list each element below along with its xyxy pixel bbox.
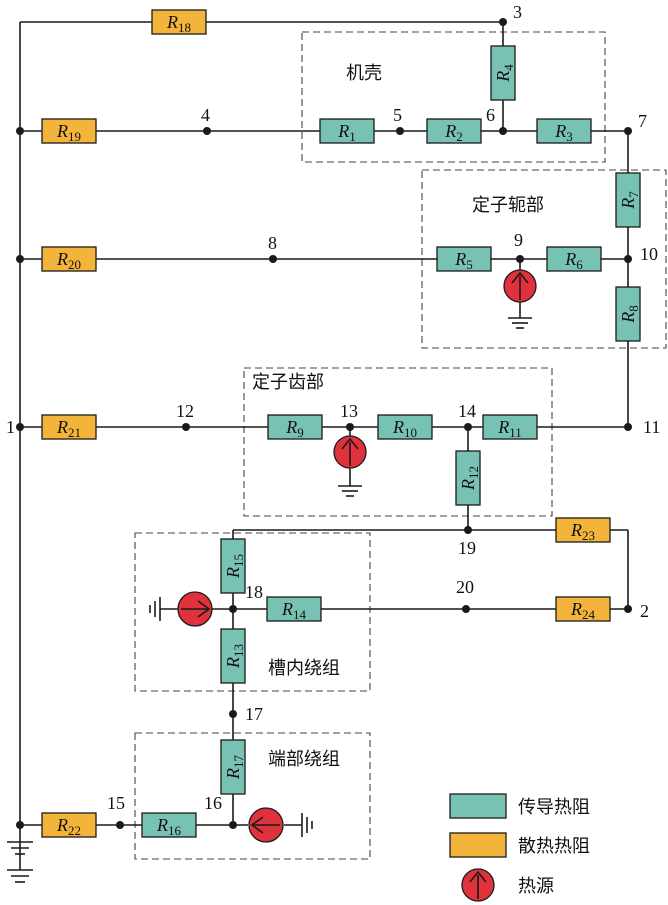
svg-text:R18: R18 [166,12,191,35]
resistor-r14: R14 [266,596,322,622]
ambient-ground-symbol [7,841,33,883]
resistor-r24: R24 [555,596,611,622]
svg-text:R4: R4 [493,64,516,83]
node-label-9: 9 [514,230,523,250]
node-label-15: 15 [107,793,125,813]
resistor-r1: R1 [319,118,375,144]
resistor-r2: R2 [426,118,482,144]
legend-conduction-swatch [449,793,507,819]
resistor-r7: R7 [615,172,641,228]
resistor-r4: R4 [490,45,516,101]
resistor-r21: R21 [41,414,97,440]
node-label-20: 20 [456,577,474,597]
node-label-17: 17 [245,704,263,724]
node-label-11: 11 [643,417,660,437]
wires [19,21,629,870]
ground-symbol-node9 [508,317,532,329]
svg-text:R5: R5 [454,249,473,272]
svg-text:R21: R21 [56,417,81,440]
node-label-1: 1 [6,417,15,437]
resistor-r15: R15 [220,538,246,594]
svg-text:R24: R24 [570,599,596,622]
svg-text:R9: R9 [285,417,304,440]
resistor-r17: R17 [220,739,246,795]
svg-text:R20: R20 [56,249,81,272]
svg-text:R10: R10 [392,417,417,440]
heat-source-node18 [177,591,213,627]
svg-text:R2: R2 [444,121,463,144]
node-label-16: 16 [204,793,222,813]
region-label-end-winding: 端部绕组 [268,749,340,770]
svg-text:R11: R11 [497,417,522,440]
heat-source-node16 [248,807,284,843]
svg-text:R13: R13 [223,644,246,669]
node-label-7: 7 [638,111,647,131]
resistor-r3: R3 [536,118,592,144]
svg-text:R1: R1 [337,121,356,144]
node-label-13: 13 [340,401,358,421]
resistor-r6: R6 [546,246,602,272]
svg-text:R7: R7 [618,191,641,210]
node-label-18: 18 [245,582,263,602]
svg-text:R16: R16 [156,815,182,838]
ground-symbol-node16 [301,813,313,837]
resistor-r9: R9 [267,414,323,440]
legend: 传导热阻 散热热阻 热源 [449,793,590,902]
resistor-r8: R8 [615,286,641,342]
node-label-14: 14 [458,401,476,421]
housing-region-box [301,31,606,163]
resistor-r13: R13 [220,628,246,684]
ground-symbol-node13 [338,485,362,497]
svg-text:R23: R23 [570,520,595,543]
node-label-2: 2 [640,601,649,621]
svg-text:R17: R17 [223,755,246,781]
resistor-r20: R20 [41,246,97,272]
resistor-r11: R11 [482,414,538,440]
node-label-3: 3 [513,2,522,22]
node-label-12: 12 [176,401,194,421]
node-label-6: 6 [486,105,495,125]
resistor-r18: R18 [151,9,207,35]
stator-teeth-region-box [243,367,553,517]
ground-symbol-node18 [149,597,161,621]
legend-dissipation-swatch [449,832,507,858]
legend-heat-source-label: 热源 [518,876,554,897]
svg-text:R14: R14 [281,599,307,622]
heat-source-node13 [333,435,367,469]
resistor-r16: R16 [141,812,197,838]
legend-heat-source-icon [461,868,495,902]
svg-text:R19: R19 [56,121,81,144]
region-label-stator-teeth: 定子齿部 [252,372,324,393]
resistor-r19: R19 [41,118,97,144]
node-label-4: 4 [201,105,210,125]
svg-text:R6: R6 [564,249,583,272]
end-winding-region-box [134,732,371,860]
svg-text:R3: R3 [554,121,573,144]
resistor-r12: R12 [455,450,481,506]
svg-text:R15: R15 [223,554,246,579]
resistor-r22: R22 [41,812,97,838]
slot-winding-region-box [134,532,371,692]
svg-text:R8: R8 [618,305,641,324]
node-label-5: 5 [393,105,402,125]
resistor-r23: R23 [555,517,611,543]
resistor-r5: R5 [436,246,492,272]
region-label-housing: 机壳 [346,63,382,84]
node-label-10: 10 [640,244,658,264]
region-label-slot-winding: 槽内绕组 [268,658,340,679]
svg-text:R12: R12 [458,466,481,491]
svg-text:R22: R22 [56,815,81,838]
resistor-r10: R10 [377,414,433,440]
node-dots [16,18,632,829]
legend-dissipation-label: 散热热阻 [518,836,590,857]
node-label-8: 8 [268,233,277,253]
region-label-stator-yoke: 定子轭部 [472,195,544,216]
node-label-19: 19 [458,538,476,558]
heat-source-node9 [503,269,537,303]
legend-conduction-label: 传导热阻 [518,797,590,818]
